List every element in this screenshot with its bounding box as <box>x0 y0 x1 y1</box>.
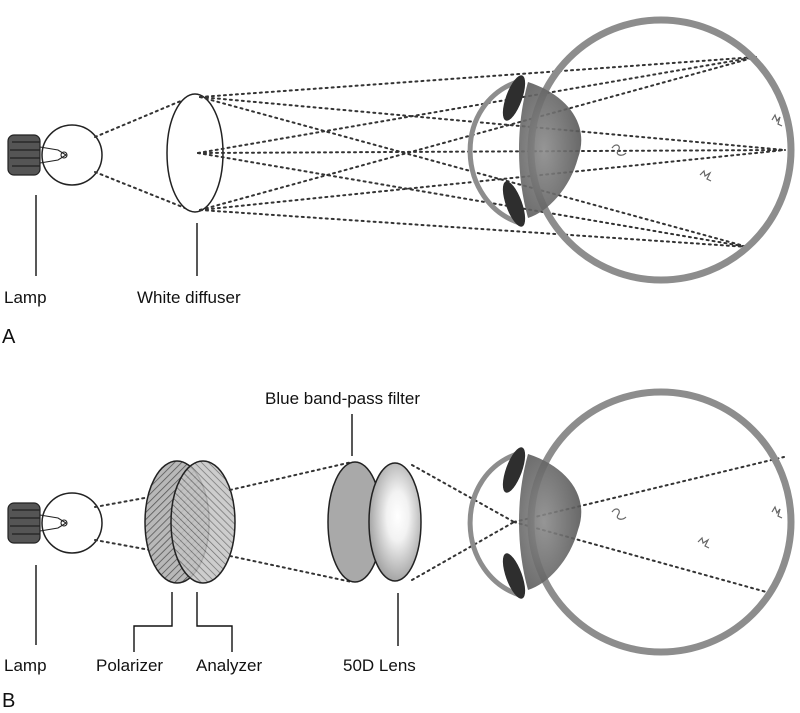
ray <box>229 555 353 583</box>
iris-lower <box>502 553 526 599</box>
panel-a-letter: A <box>2 326 16 348</box>
analyzer-label: Analyzer <box>196 656 262 675</box>
ray <box>94 171 196 213</box>
lamp-a-label: Lamp <box>4 288 47 307</box>
ray <box>229 461 353 491</box>
iris-lower <box>502 181 526 227</box>
panel-b: Lamp Polarizer Analyzer Blue band-pass f… <box>2 388 795 712</box>
floater <box>611 144 627 156</box>
lamp-b <box>7 492 103 554</box>
lamp-b-label: Lamp <box>4 656 47 675</box>
iris-upper <box>502 447 526 493</box>
panel-a: Lamp White diffuser <box>2 16 795 348</box>
floater <box>611 508 627 520</box>
rays-a <box>197 56 786 248</box>
lens-label: 50D Lens <box>343 656 416 675</box>
ray <box>94 496 151 508</box>
floater <box>771 113 783 127</box>
analyzer-leader <box>196 592 233 652</box>
floater <box>697 536 710 549</box>
floater <box>699 169 712 182</box>
lamp-a <box>7 124 103 186</box>
crystalline-lens <box>519 454 582 590</box>
eye-b <box>467 388 795 656</box>
ray <box>94 94 196 138</box>
crystalline-lens <box>519 82 582 218</box>
floater <box>771 505 783 519</box>
50d-lens <box>368 462 422 582</box>
iris-upper <box>502 75 526 121</box>
polarizer-label: Polarizer <box>96 656 163 675</box>
panel-b-letter: B <box>2 690 15 712</box>
polarizer-leader <box>133 592 173 652</box>
diffuser-label: White diffuser <box>137 288 241 307</box>
eye-a <box>467 16 795 284</box>
ray <box>94 539 151 551</box>
analyzer <box>170 460 236 584</box>
filter-label: Blue band-pass filter <box>265 389 420 408</box>
white-diffuser <box>166 93 224 213</box>
